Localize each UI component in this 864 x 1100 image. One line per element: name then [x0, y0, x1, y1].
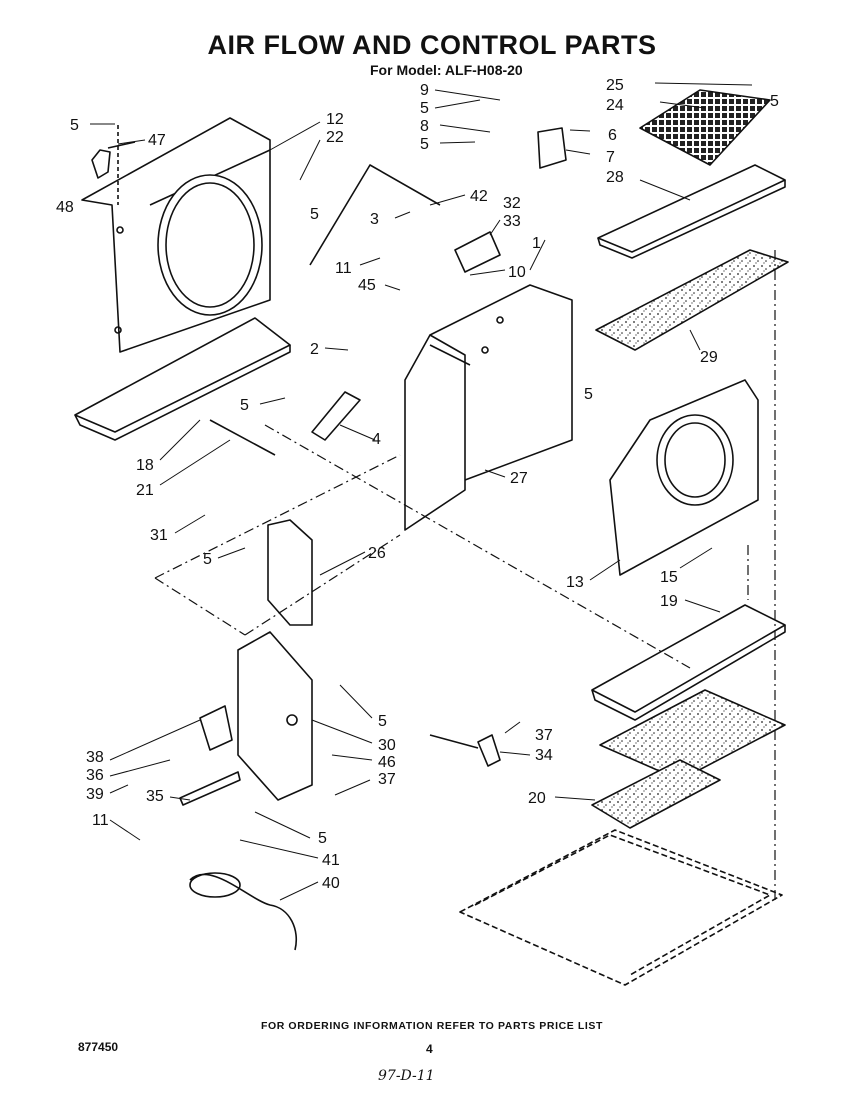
callout-26: 26: [368, 545, 386, 562]
control-box-part: [237, 631, 313, 801]
switch-part: [477, 734, 501, 767]
callout-25: 25: [606, 77, 624, 94]
filter-pad-part: [591, 689, 786, 829]
blower-housing-part: [609, 379, 759, 576]
callout-2: 2: [310, 341, 319, 358]
base-pan-part: [74, 317, 291, 441]
callout-48: 48: [56, 199, 74, 216]
capacitor-small-part: [537, 127, 567, 169]
callout-47: 47: [148, 132, 166, 149]
callout-3: 3: [370, 211, 379, 228]
callout-24: 24: [606, 97, 624, 114]
callout-5: 5: [420, 136, 429, 153]
fan-shroud-part: [81, 117, 271, 353]
callout-37: 37: [378, 771, 396, 788]
callout-5: 5: [203, 551, 212, 568]
callout-39: 39: [86, 786, 104, 803]
callout-18: 18: [136, 457, 154, 474]
callout-41: 41: [322, 852, 340, 869]
plate-part: [267, 519, 313, 626]
callout-20: 20: [528, 790, 546, 807]
leader-lines: [90, 82, 753, 901]
callout-42: 42: [470, 188, 488, 205]
cabinet-base-outline: [459, 829, 783, 986]
document-number: 877450: [78, 1040, 119, 1054]
model-subtitle: For Model: ALF-H08-20: [370, 62, 523, 78]
callout-36: 36: [86, 767, 104, 784]
callout-10: 10: [508, 264, 526, 281]
callout-29: 29: [700, 349, 718, 366]
bracket-part: [91, 125, 136, 205]
callout-31: 31: [150, 527, 168, 544]
probe-part: [429, 734, 479, 749]
callout-15: 15: [660, 569, 678, 586]
callout-30: 30: [378, 737, 396, 754]
callout-11: 11: [92, 812, 109, 829]
handwritten-date: 97-D-11: [378, 1068, 435, 1084]
callout-21: 21: [136, 482, 154, 499]
power-cord-part: [189, 873, 297, 951]
callout-11: 11: [335, 260, 352, 277]
callout-37: 37: [535, 727, 553, 744]
mounting-bracket-part: [311, 391, 361, 441]
callout-labels: 25 24 5 9 5 6 8 5 7 5 47 48 12 22 28 42 …: [56, 77, 779, 892]
ordering-info-note: FOR ORDERING INFORMATION REFER TO PARTS …: [260, 1020, 604, 1032]
page-number: 4: [426, 1042, 433, 1056]
capacitor-part: [454, 231, 501, 273]
rod-part: [309, 164, 441, 266]
callout-22: 22: [326, 129, 344, 146]
callout-5: 5: [770, 93, 779, 110]
cord-coil: [189, 872, 241, 898]
top-panel-part: [597, 164, 786, 259]
callout-33: 33: [503, 213, 521, 230]
shaft-part: [209, 419, 276, 456]
callout-12: 12: [326, 111, 344, 128]
page-title: AIR FLOW AND CONTROL PARTS: [207, 30, 657, 60]
control-panel-part: [404, 284, 573, 531]
callout-32: 32: [503, 195, 521, 212]
callout-4: 4: [372, 431, 381, 448]
callout-19: 19: [660, 593, 678, 610]
callout-8: 8: [420, 118, 429, 135]
callout-5: 5: [420, 100, 429, 117]
terminal-block-part: [179, 771, 241, 806]
assembly-dash-lines: [154, 250, 776, 900]
callout-5: 5: [378, 713, 387, 730]
callout-13: 13: [566, 574, 584, 591]
callout-1: 1: [532, 235, 541, 252]
callout-7: 7: [606, 149, 615, 166]
callout-5: 5: [318, 830, 327, 847]
callout-28: 28: [606, 169, 624, 186]
callout-45: 45: [358, 277, 376, 294]
grille-part: [639, 89, 771, 166]
callout-34: 34: [535, 747, 553, 764]
callout-5: 5: [240, 397, 249, 414]
callout-46: 46: [378, 754, 396, 771]
callout-5: 5: [584, 386, 593, 403]
callout-40: 40: [322, 875, 340, 892]
callout-27: 27: [510, 470, 528, 487]
callout-38: 38: [86, 749, 104, 766]
callout-5: 5: [70, 117, 79, 134]
callout-9: 9: [420, 82, 429, 99]
callout-6: 6: [608, 127, 617, 144]
relay-part: [199, 705, 233, 751]
drain-tray-part: [591, 604, 786, 721]
callout-35: 35: [146, 788, 164, 805]
filter-part: [595, 249, 789, 351]
callout-5: 5: [310, 206, 319, 223]
